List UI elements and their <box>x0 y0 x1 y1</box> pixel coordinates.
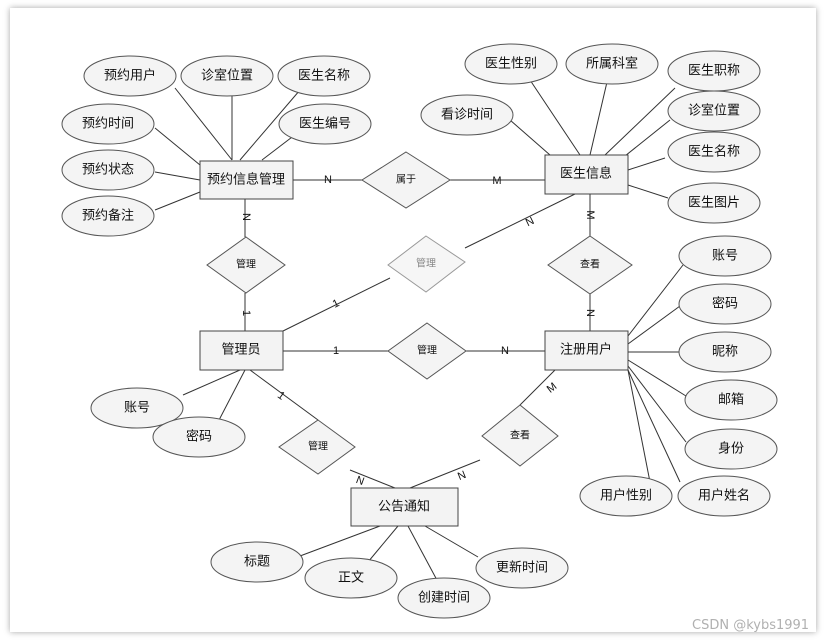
attribute-label: 预约用户 <box>104 68 156 84</box>
cardinality-label: N <box>456 469 468 483</box>
relationship-admin-user: 管理 <box>387 322 467 380</box>
attribute-admin-password: 密码 <box>152 416 246 458</box>
cardinality-labels: N M N 1 1 N M N 1 N 1 N M N <box>240 174 596 488</box>
cardinality-label: N <box>584 309 596 317</box>
attribute-doctor-hours: 看诊时间 <box>420 94 514 136</box>
attribute-user-account: 账号 <box>678 235 772 277</box>
attribute-label: 用户性别 <box>600 488 652 504</box>
cardinality-label: M <box>584 210 596 219</box>
relationship-label: 查看 <box>580 258 600 271</box>
attribute-label: 创建时间 <box>418 591 470 606</box>
cardinality-label: 1 <box>240 310 252 316</box>
attribute-label: 身份 <box>718 441 744 457</box>
attribute-label: 邮箱 <box>718 392 744 408</box>
attribute-booking-status: 预约状态 <box>61 149 155 191</box>
entity-label: 预约信息管理 <box>207 172 285 188</box>
entity-label: 医生信息 <box>560 166 612 182</box>
attribute-label: 密码 <box>186 429 212 445</box>
attribute-booking-room: 诊室位置 <box>180 55 274 97</box>
attribute-booking-doctor-id: 医生编号 <box>278 103 372 145</box>
entity-label: 公告通知 <box>378 499 430 515</box>
cardinality-label: M <box>492 175 501 187</box>
relationship-admin-notice: 管理 <box>278 419 356 475</box>
attribute-booking-user: 预约用户 <box>83 55 177 97</box>
attribute-doctor-name: 医生名称 <box>667 131 761 173</box>
cardinality-label: 1 <box>331 297 342 310</box>
attribute-doctor-room: 诊室位置 <box>667 90 761 132</box>
relationship-label: 查看 <box>510 429 530 442</box>
cardinality-label: N <box>501 345 509 357</box>
attribute-label: 医生名称 <box>688 144 740 160</box>
attribute-label: 正文 <box>338 571 364 586</box>
entity-admin: 管理员 <box>199 330 284 371</box>
relationship-label: 管理 <box>416 257 436 270</box>
cardinality-label: N <box>354 474 366 488</box>
relationship-label: 管理 <box>236 258 256 271</box>
relationship-belongs: 属于 <box>361 151 451 209</box>
attribute-notice-updated: 更新时间 <box>475 547 569 589</box>
entity-user: 注册用户 <box>544 330 629 371</box>
attribute-label: 更新时间 <box>496 560 548 576</box>
attribute-doctor-dept: 所属科室 <box>565 43 659 85</box>
attribute-doctor-title: 医生职称 <box>667 50 761 92</box>
attribute-label: 昵称 <box>712 345 738 360</box>
connector-lines <box>154 79 687 583</box>
cardinality-label: N <box>240 213 252 221</box>
attribute-user-nickname: 昵称 <box>678 331 772 373</box>
cardinality-label: M <box>545 380 560 395</box>
relationship-user-notice: 查看 <box>481 404 559 467</box>
relationship-label: 属于 <box>396 174 416 186</box>
attribute-user-realname: 用户姓名 <box>677 475 771 517</box>
entity-label: 注册用户 <box>560 342 612 358</box>
attribute-label: 标题 <box>244 555 270 570</box>
attribute-user-password: 密码 <box>678 283 772 325</box>
entity-label: 管理员 <box>221 343 260 358</box>
relationship-admin-booking: 管理 <box>206 236 286 294</box>
cardinality-label: N <box>324 174 332 186</box>
attribute-booking-note: 预约备注 <box>61 195 155 237</box>
attribute-user-gender: 用户性别 <box>579 475 673 517</box>
attribute-label: 医生名称 <box>298 68 350 84</box>
attribute-label: 账号 <box>712 249 738 264</box>
attribute-notice-title: 标题 <box>210 541 304 583</box>
attribute-admin-account: 账号 <box>90 387 184 429</box>
attribute-user-email: 邮箱 <box>684 379 778 421</box>
attribute-label: 预约时间 <box>82 117 134 132</box>
attribute-notice-created: 创建时间 <box>397 577 491 619</box>
attribute-booking-doctor-name: 医生名称 <box>277 55 371 97</box>
cardinality-label: 1 <box>333 345 339 357</box>
entity-notice: 公告通知 <box>350 487 459 527</box>
attribute-label: 看诊时间 <box>441 107 493 123</box>
relationship-admin-doctor: 管理 <box>387 235 466 293</box>
attribute-doctor-photo: 医生图片 <box>667 182 761 224</box>
attribute-label: 密码 <box>712 296 738 312</box>
cardinality-label: N <box>524 215 536 229</box>
attribute-label: 账号 <box>124 401 150 416</box>
attribute-label: 诊室位置 <box>688 103 740 119</box>
entity-doctor: 医生信息 <box>544 154 629 195</box>
attribute-label: 医生性别 <box>485 57 537 72</box>
attribute-label: 预约备注 <box>82 208 134 224</box>
watermark: CSDN @kybs1991 <box>692 618 810 633</box>
relationship-label: 管理 <box>417 344 437 357</box>
relationship-label: 管理 <box>308 440 328 453</box>
attribute-label: 医生编号 <box>299 117 351 132</box>
attribute-user-role: 身份 <box>684 428 778 470</box>
attribute-label: 医生图片 <box>688 196 740 211</box>
entity-booking: 预约信息管理 <box>199 160 294 200</box>
attribute-label: 医生职称 <box>688 64 740 79</box>
attribute-label: 所属科室 <box>586 56 638 72</box>
relationship-user-doctor: 查看 <box>547 235 633 295</box>
attribute-booking-time: 预约时间 <box>61 103 155 145</box>
attribute-notice-body: 正文 <box>304 557 398 599</box>
attribute-label: 诊室位置 <box>201 68 253 84</box>
attribute-label: 预约状态 <box>82 163 134 178</box>
attribute-doctor-gender: 医生性别 <box>464 43 558 85</box>
attribute-label: 用户姓名 <box>698 488 750 504</box>
